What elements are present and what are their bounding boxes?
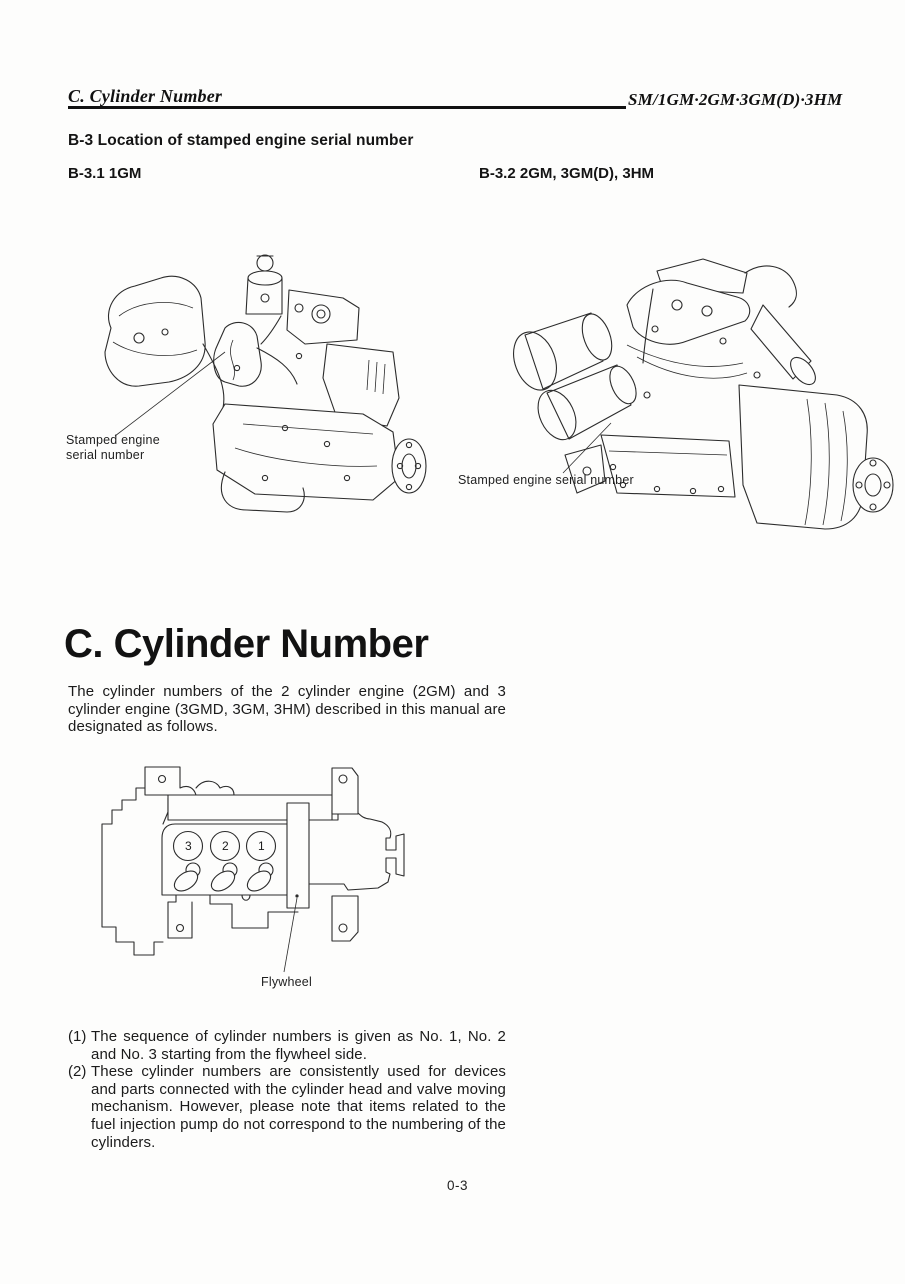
page-number: 0-3 bbox=[447, 1178, 469, 1193]
list-item: (1) The sequence of cylinder numbers is … bbox=[68, 1028, 506, 1063]
figure-caption-b31: B-3.1 1GM bbox=[68, 165, 142, 182]
flywheel-label: Flywheel bbox=[261, 975, 312, 989]
b3-section-heading: B-3 Location of stamped engine serial nu… bbox=[68, 132, 414, 149]
note-number: (2) bbox=[68, 1063, 87, 1081]
list-item: (2) These cylinder numbers are consisten… bbox=[68, 1063, 506, 1151]
running-header-title: C. Cylinder Number bbox=[68, 86, 223, 106]
cylinder-3-label: 3 bbox=[185, 839, 192, 853]
cylinder-diagram: 3 2 1 bbox=[92, 762, 422, 977]
engine-illustration-1gm-icon bbox=[104, 254, 427, 513]
running-header-model-code: SM/1GM·2GM·3GM(D)·3HM bbox=[628, 90, 843, 109]
fig2-serial-label: Stamped engine serial number bbox=[458, 473, 634, 487]
notes-list: (1) The sequence of cylinder numbers is … bbox=[68, 1028, 506, 1151]
section-c-title: C. Cylinder Number bbox=[64, 622, 429, 666]
fig1-serial-label: Stamped engine serial number bbox=[66, 433, 160, 462]
engine-illustration-2gm-icon bbox=[513, 258, 894, 530]
note-text: The sequence of cylinder numbers is give… bbox=[91, 1028, 506, 1063]
cylinder-1-label: 1 bbox=[258, 839, 265, 853]
note-text: These cylinder numbers are consistently … bbox=[91, 1063, 506, 1151]
figure-caption-b32: B-3.2 2GM, 3GM(D), 3HM bbox=[479, 165, 655, 182]
header-rule bbox=[68, 106, 626, 109]
engine-figure-2gm-3gm-3hm bbox=[505, 243, 902, 567]
engine-figure-1gm bbox=[75, 246, 447, 538]
note-number: (1) bbox=[68, 1028, 87, 1045]
section-c-intro: The cylinder numbers of the 2 cylinder e… bbox=[68, 683, 506, 736]
cylinder-diagram-icon: 3 2 1 bbox=[101, 766, 405, 973]
cylinder-2-label: 2 bbox=[222, 839, 229, 853]
fig1-leader-line bbox=[114, 351, 226, 437]
fig2-leader-line bbox=[562, 422, 612, 474]
flywheel-leader-line bbox=[283, 897, 298, 973]
